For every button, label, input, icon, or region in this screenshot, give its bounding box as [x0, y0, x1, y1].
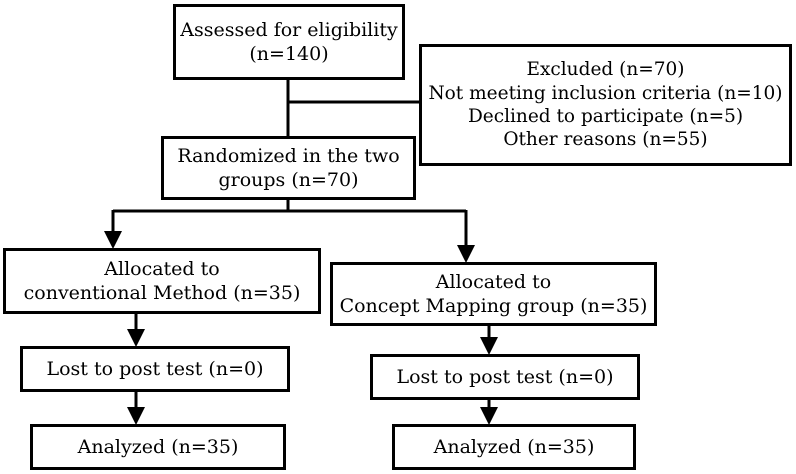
assessed-box: Assessed for eligibility (n=140)	[173, 4, 405, 80]
lost-concept-mapping-box: Lost to post test (n=0)	[370, 354, 640, 400]
allocated-conventional-label: Allocated to	[104, 257, 220, 280]
randomized-box: Randomized in the two groups (n=70)	[161, 136, 416, 200]
allocated-concept-label: Allocated to	[435, 270, 552, 293]
allocated-concept-group: Concept Mapping group (n=35)	[339, 295, 648, 317]
analyzed-concept-mapping-box: Analyzed (n=35)	[392, 424, 636, 470]
excluded-reason-other: Other reasons (n=55)	[503, 129, 708, 151]
lost-concept-label: Lost to post test (n=0)	[396, 365, 614, 388]
randomized-count: groups (n=70)	[218, 169, 359, 191]
analyzed-concept-label: Analyzed (n=35)	[433, 435, 595, 458]
allocated-conventional-group: conventional Method (n=35)	[23, 282, 301, 304]
analyzed-conventional-box: Analyzed (n=35)	[30, 424, 286, 470]
excluded-total: Excluded (n=70)	[526, 59, 685, 81]
lost-conventional-label: Lost to post test (n=0)	[46, 357, 264, 380]
excluded-reason-inclusion: Not meeting inclusion criteria (n=10)	[428, 82, 783, 104]
excluded-reason-declined: Declined to participate (n=5)	[467, 106, 744, 127]
assessed-count: (n=140)	[249, 43, 329, 65]
excluded-box: Excluded (n=70) Not meeting inclusion cr…	[419, 44, 792, 166]
analyzed-conventional-label: Analyzed (n=35)	[77, 435, 239, 458]
allocated-concept-mapping-box: Allocated to Concept Mapping group (n=35…	[330, 262, 657, 326]
assessed-label: Assessed for eligibility	[180, 18, 398, 41]
randomized-label: Randomized in the two	[177, 144, 400, 167]
allocated-conventional-box: Allocated to conventional Method (n=35)	[3, 248, 321, 314]
lost-conventional-box: Lost to post test (n=0)	[20, 346, 290, 392]
